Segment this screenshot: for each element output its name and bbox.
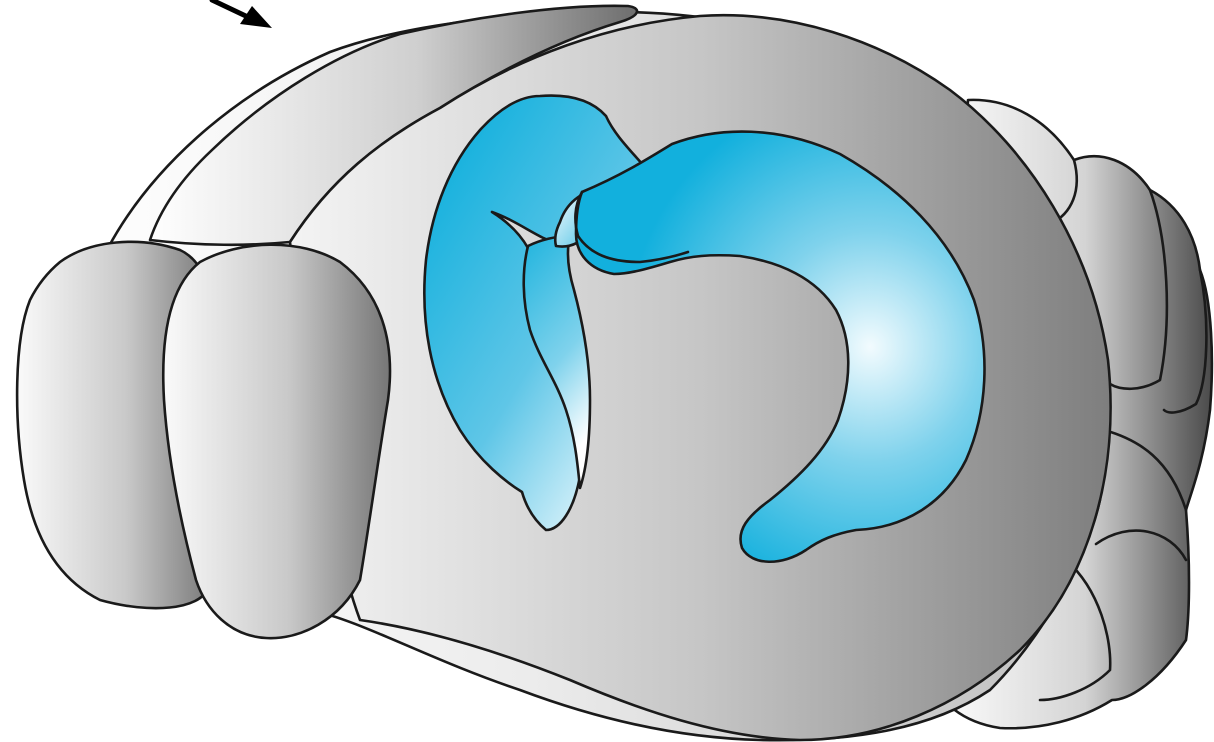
olfactory-bulbs <box>17 242 390 638</box>
arrow-icon <box>212 0 272 28</box>
